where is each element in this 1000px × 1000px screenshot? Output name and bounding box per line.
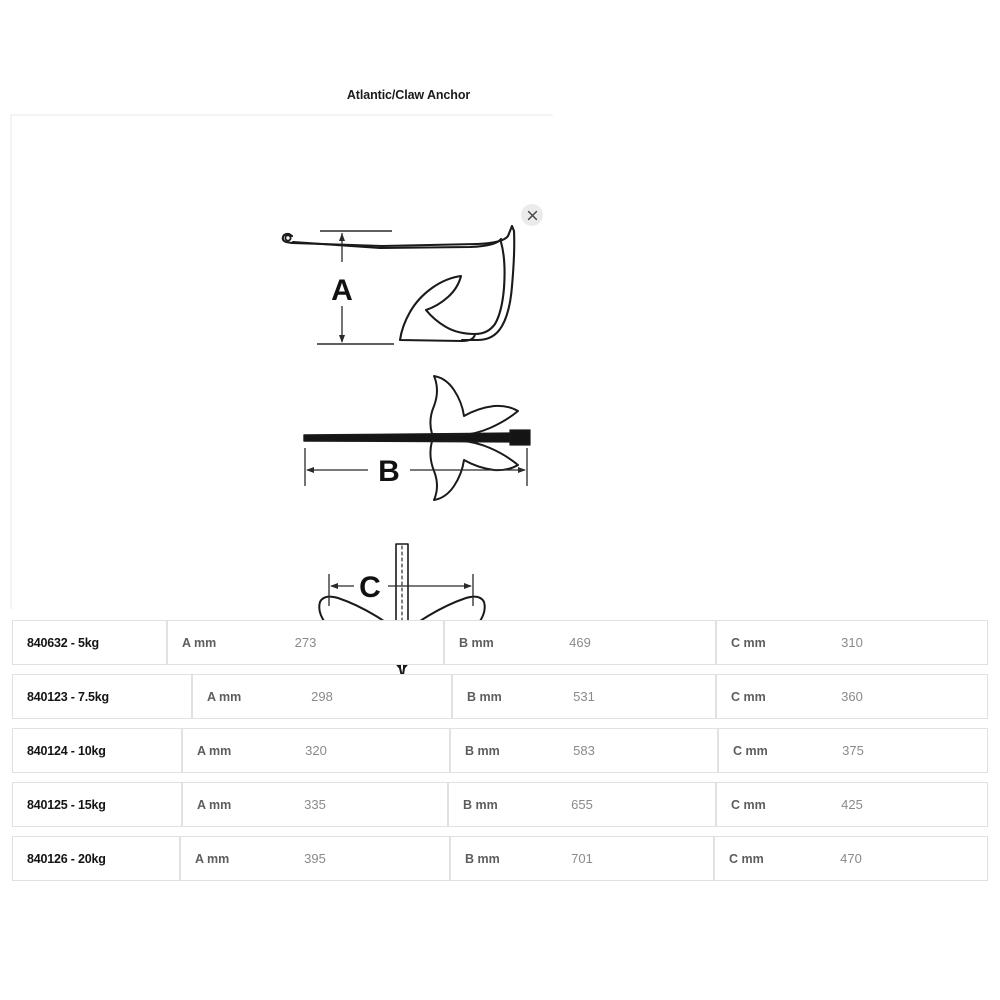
close-button[interactable] [521, 204, 543, 226]
sku-cell: 840124 - 10kg [12, 728, 182, 773]
specification-table: 840632 - 5kg A mm 273 B mm 469 C mm 310 … [0, 620, 1000, 890]
dimension-c-label: C mm [733, 743, 768, 758]
table-row: 840123 - 7.5kg A mm 298 B mm 531 C mm 36… [0, 674, 1000, 719]
dimension-c-label: C mm [731, 689, 766, 704]
dimension-c-label: C mm [731, 635, 766, 650]
product-image-panel: Atlantic/Claw Anchor [0, 78, 1000, 679]
anchor-diagram-side-view: A [262, 200, 542, 360]
dimension-a-label: A mm [195, 851, 230, 866]
table-row: 840126 - 20kg A mm 395 B mm 701 C mm 470 [0, 836, 1000, 881]
dimension-c-cell: C mm 470 [714, 836, 988, 881]
page-title: Atlantic/Claw Anchor [346, 88, 471, 102]
table-row: 840125 - 15kg A mm 335 B mm 655 C mm 425 [0, 782, 1000, 827]
dimension-b-cell: B mm 469 [444, 620, 716, 665]
dimension-a-cell: A mm 395 [180, 836, 450, 881]
dimension-b-label: B mm [467, 689, 502, 704]
dimension-b-label: B mm [465, 743, 500, 758]
dimension-c-cell: C mm 375 [718, 728, 988, 773]
dimension-b-label: B mm [459, 635, 494, 650]
sku-cell: 840125 - 15kg [12, 782, 182, 827]
table-row: 840632 - 5kg A mm 273 B mm 469 C mm 310 [0, 620, 1000, 665]
dimension-a-cell: A mm 298 [192, 674, 452, 719]
dimension-a-label: A mm [197, 743, 232, 758]
dimension-b-label: B mm [463, 797, 498, 812]
dimension-a-label: A mm [182, 635, 217, 650]
anchor-diagram-top-view: B [282, 364, 542, 524]
dimension-a-label: A mm [207, 689, 242, 704]
dimension-a-label: A mm [197, 797, 232, 812]
dimension-b-cell: B mm 583 [450, 728, 718, 773]
sku-cell: 840123 - 7.5kg [12, 674, 192, 719]
dimension-b-label: B mm [465, 851, 500, 866]
dimension-label-b: B [378, 455, 400, 488]
dimension-b-cell: B mm 531 [452, 674, 716, 719]
dimension-b-cell: B mm 701 [450, 836, 714, 881]
table-row: 840124 - 10kg A mm 320 B mm 583 C mm 375 [0, 728, 1000, 773]
dimension-c-cell: C mm 360 [716, 674, 988, 719]
dimension-a-cell: A mm 320 [182, 728, 450, 773]
dimension-c-cell: C mm 425 [716, 782, 988, 827]
dimension-a-cell: A mm 273 [167, 620, 444, 665]
dimension-label-a: A [331, 274, 353, 307]
dimension-b-cell: B mm 655 [448, 782, 716, 827]
dimension-a-cell: A mm 335 [182, 782, 448, 827]
sku-cell: 840632 - 5kg [12, 620, 167, 665]
dimension-label-c: C [359, 571, 381, 604]
close-icon [527, 210, 538, 221]
sku-cell: 840126 - 20kg [12, 836, 180, 881]
dimension-c-label: C mm [729, 851, 764, 866]
dimension-c-cell: C mm 310 [716, 620, 988, 665]
image-panel-frame [10, 114, 553, 609]
dimension-c-label: C mm [731, 797, 766, 812]
